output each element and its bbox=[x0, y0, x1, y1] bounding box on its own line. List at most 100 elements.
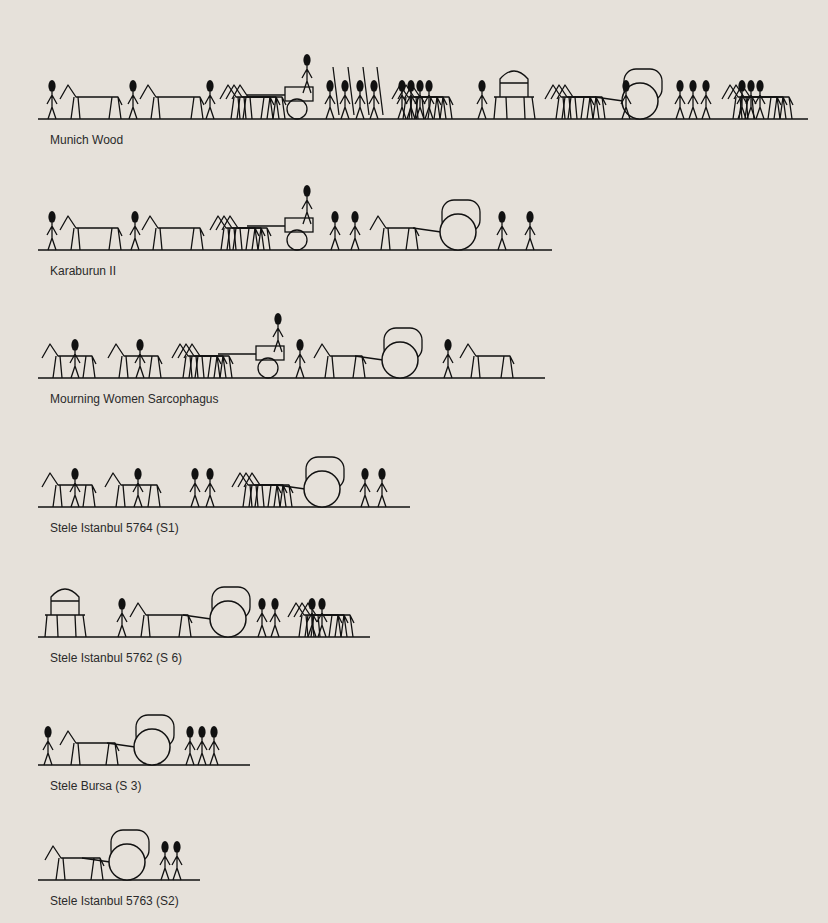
figure-head bbox=[361, 468, 368, 480]
figure-body bbox=[302, 66, 312, 93]
wagon-pole bbox=[82, 858, 110, 862]
row-caption: Stele Bursa (S 3) bbox=[50, 779, 141, 793]
row-caption: Karaburun II bbox=[50, 264, 116, 278]
procession-row bbox=[38, 313, 545, 378]
row-caption: Stele Istanbul 5762 (S 6) bbox=[50, 651, 182, 665]
figure-body bbox=[755, 92, 765, 119]
figure-head bbox=[622, 80, 629, 92]
figure-head bbox=[326, 80, 333, 92]
figure-head bbox=[129, 80, 136, 92]
figure-head bbox=[747, 80, 754, 92]
figure-head bbox=[210, 726, 217, 738]
chariot-wheel bbox=[258, 358, 278, 378]
figure-head bbox=[206, 80, 213, 92]
figure-head bbox=[173, 841, 180, 853]
figure-body bbox=[190, 480, 200, 507]
figure-head bbox=[44, 726, 51, 738]
horse bbox=[222, 216, 271, 250]
figure-head bbox=[425, 80, 432, 92]
figure-body bbox=[355, 92, 365, 119]
figure-head bbox=[444, 339, 451, 351]
figure-head bbox=[398, 80, 405, 92]
wagon-pole bbox=[277, 485, 305, 489]
shrine-cart bbox=[45, 589, 86, 637]
horse bbox=[142, 216, 204, 250]
figure-body bbox=[701, 92, 711, 119]
figure-body bbox=[70, 351, 80, 378]
figure-body bbox=[330, 223, 340, 250]
figure-body bbox=[746, 92, 756, 119]
figure-body bbox=[270, 610, 280, 637]
figure-body bbox=[185, 738, 195, 765]
figure-head bbox=[198, 726, 205, 738]
figure-body bbox=[47, 92, 57, 119]
figure-body bbox=[377, 480, 387, 507]
figure-body bbox=[497, 223, 507, 250]
horse bbox=[370, 216, 419, 250]
figure-head bbox=[134, 468, 141, 480]
horse bbox=[314, 344, 366, 378]
figure-body bbox=[424, 92, 434, 119]
figure-head bbox=[296, 339, 303, 351]
wagon-pole bbox=[107, 743, 135, 747]
figure-head bbox=[48, 211, 55, 223]
figure-body bbox=[477, 92, 487, 119]
figure-head bbox=[416, 80, 423, 92]
figure-head bbox=[303, 185, 310, 197]
horse bbox=[184, 344, 233, 378]
figure-head bbox=[689, 80, 696, 92]
procession-row bbox=[38, 457, 410, 507]
wagon-pole bbox=[355, 356, 383, 360]
figure-body bbox=[369, 92, 379, 119]
figure-head bbox=[303, 54, 310, 66]
procession-row bbox=[38, 587, 370, 637]
procession-row bbox=[38, 830, 200, 880]
figure-body bbox=[675, 92, 685, 119]
figure-head bbox=[161, 841, 168, 853]
wagon-wheel bbox=[134, 729, 170, 765]
figure-body bbox=[43, 738, 53, 765]
figure-head bbox=[206, 468, 213, 480]
figure-body bbox=[340, 92, 350, 119]
procession-row bbox=[38, 715, 250, 765]
wagon-pole bbox=[595, 97, 623, 101]
row-caption: Stele Istanbul 5764 (S1) bbox=[50, 521, 179, 535]
horse bbox=[42, 473, 96, 507]
ground-line bbox=[38, 118, 808, 119]
figure-body bbox=[128, 92, 138, 119]
horse bbox=[60, 85, 122, 119]
figure-head bbox=[186, 726, 193, 738]
figure-head bbox=[756, 80, 763, 92]
figure-body bbox=[209, 738, 219, 765]
figure-body bbox=[415, 92, 425, 119]
horse bbox=[140, 85, 204, 119]
wagon-wheel bbox=[210, 601, 246, 637]
figure-body bbox=[295, 351, 305, 378]
wagon-wheel bbox=[109, 844, 145, 880]
figure-body bbox=[47, 223, 57, 250]
horse bbox=[288, 603, 342, 637]
figure-body bbox=[197, 738, 207, 765]
figure-head bbox=[271, 598, 278, 610]
horse bbox=[232, 85, 286, 119]
wagon-wheel bbox=[304, 471, 340, 507]
horse bbox=[130, 603, 192, 637]
wagon-pole bbox=[413, 228, 441, 232]
row-caption: Stele Istanbul 5763 (S2) bbox=[50, 894, 179, 908]
figure-head bbox=[341, 80, 348, 92]
figure-head bbox=[478, 80, 485, 92]
row-caption: Munich Wood bbox=[50, 133, 123, 147]
horse bbox=[460, 344, 514, 378]
spear bbox=[348, 67, 354, 115]
figure-head bbox=[331, 211, 338, 223]
shrine-cart bbox=[494, 71, 535, 119]
horse bbox=[60, 216, 122, 250]
figure-body bbox=[406, 92, 416, 119]
horse bbox=[244, 473, 293, 507]
figure-head bbox=[258, 598, 265, 610]
figure-body bbox=[360, 480, 370, 507]
figure-body bbox=[317, 610, 327, 637]
horse bbox=[557, 85, 606, 119]
spear bbox=[377, 67, 383, 115]
